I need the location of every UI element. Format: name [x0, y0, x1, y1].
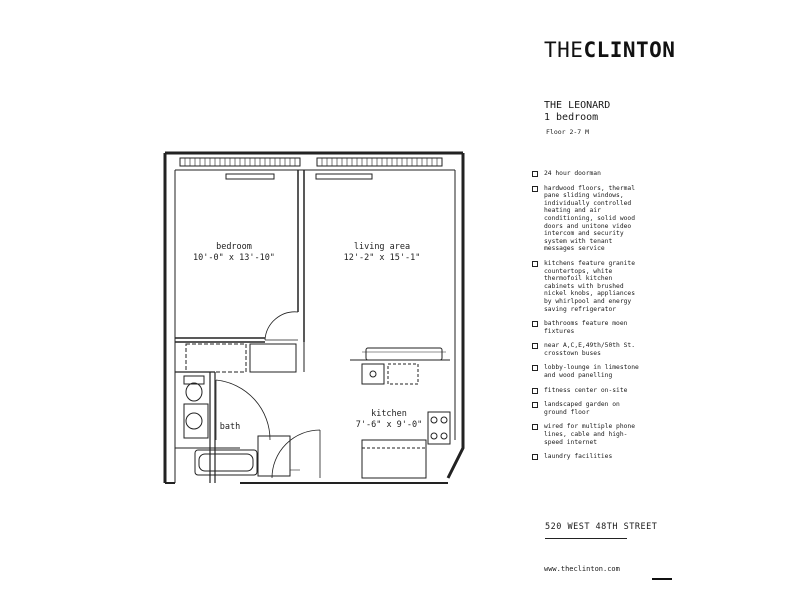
kitchen-sink: [361, 363, 385, 385]
wall-bedroom-living: [297, 170, 305, 342]
feature-list: 24 hour doorman hardwood floors, thermal…: [532, 170, 642, 468]
room-label-bath: bath: [220, 422, 240, 432]
feature-item: lobby-lounge in limestone and wood panel…: [532, 364, 642, 379]
checkbox-bullet-icon: [532, 321, 538, 328]
kitchen-counter: [365, 347, 443, 361]
checkbox-bullet-icon: [532, 185, 538, 192]
checkbox-bullet-icon: [532, 424, 538, 431]
feature-item: fitness center on-site: [532, 387, 642, 395]
room-dims-kitchen: 7'-6" x 9'-0": [356, 420, 423, 430]
brand-logo-light: THE: [544, 38, 584, 62]
wall-living-kitchen: [303, 342, 450, 372]
window-living: [315, 157, 443, 180]
feature-item: laundry facilities: [532, 453, 642, 461]
door-bath: [215, 379, 271, 441]
room-label-living: living area: [354, 242, 410, 252]
wall-bedroom-bottom: [175, 337, 265, 343]
kitchen-cabinet: [361, 439, 427, 479]
door-bedroom: [264, 311, 299, 341]
website-link[interactable]: www.theclinton.com: [544, 565, 620, 573]
room-label-bedroom: bedroom: [216, 242, 252, 252]
brand-logo-bold: CLINTON: [583, 38, 676, 62]
room-labels: bedroom 10'-0" x 13'-10" living area 12'…: [193, 242, 422, 432]
bathtub: [194, 449, 258, 476]
door-entry: [271, 429, 321, 479]
bath-vanity: [183, 403, 209, 439]
closet-entry: [257, 435, 291, 477]
toilet-tank: [183, 375, 205, 385]
checkbox-bullet-icon: [532, 343, 538, 350]
building-address: 520 WEST 48TH STREET: [545, 522, 658, 532]
feature-item: bathrooms feature moen fixtures: [532, 320, 642, 335]
closet-hall: [249, 343, 297, 373]
checkbox-bullet-icon: [532, 365, 538, 372]
room-label-kitchen: kitchen: [371, 409, 407, 419]
outer-wall-right: [446, 153, 465, 479]
feature-item: landscaped garden on ground floor: [532, 401, 642, 416]
feature-item: near A,C,E,49th/50th St. crosstown buses: [532, 342, 642, 357]
unit-floor: Floor 2-7 M: [546, 128, 590, 136]
toilet-bowl: [185, 382, 203, 402]
feature-item: 24 hour doorman: [532, 170, 642, 178]
unit-name: THE LEONARD: [544, 100, 611, 111]
brand-logo: THECLINTON: [544, 38, 675, 62]
checkbox-bullet-icon: [532, 402, 538, 409]
kitchen-stove: [427, 411, 451, 445]
checkbox-bullet-icon: [532, 260, 538, 267]
checkbox-bullet-icon: [532, 171, 538, 177]
window-bedroom: [179, 157, 301, 180]
feature-item: kitchens feature granite countertops, wh…: [532, 260, 642, 313]
corner-divider: [652, 578, 672, 580]
closet-bedroom: [185, 343, 247, 373]
room-dims-living: 12'-2" x 15'-1": [344, 253, 421, 263]
room-dims-bedroom: 10'-0" x 13'-10": [193, 253, 275, 263]
checkbox-bullet-icon: [532, 454, 538, 461]
feature-item: hardwood floors, thermal pane sliding wi…: [532, 185, 642, 253]
wall-bath: [175, 371, 216, 483]
address-divider: [545, 538, 627, 539]
feature-item: wired for multiple phone lines, cable an…: [532, 423, 642, 446]
floor-plan: bedroom 10'-0" x 13'-10" living area 12'…: [163, 151, 465, 484]
unit-info: THE LEONARD 1 bedroom: [544, 100, 610, 124]
checkbox-bullet-icon: [532, 387, 538, 394]
unit-type: 1 bedroom: [544, 112, 599, 123]
